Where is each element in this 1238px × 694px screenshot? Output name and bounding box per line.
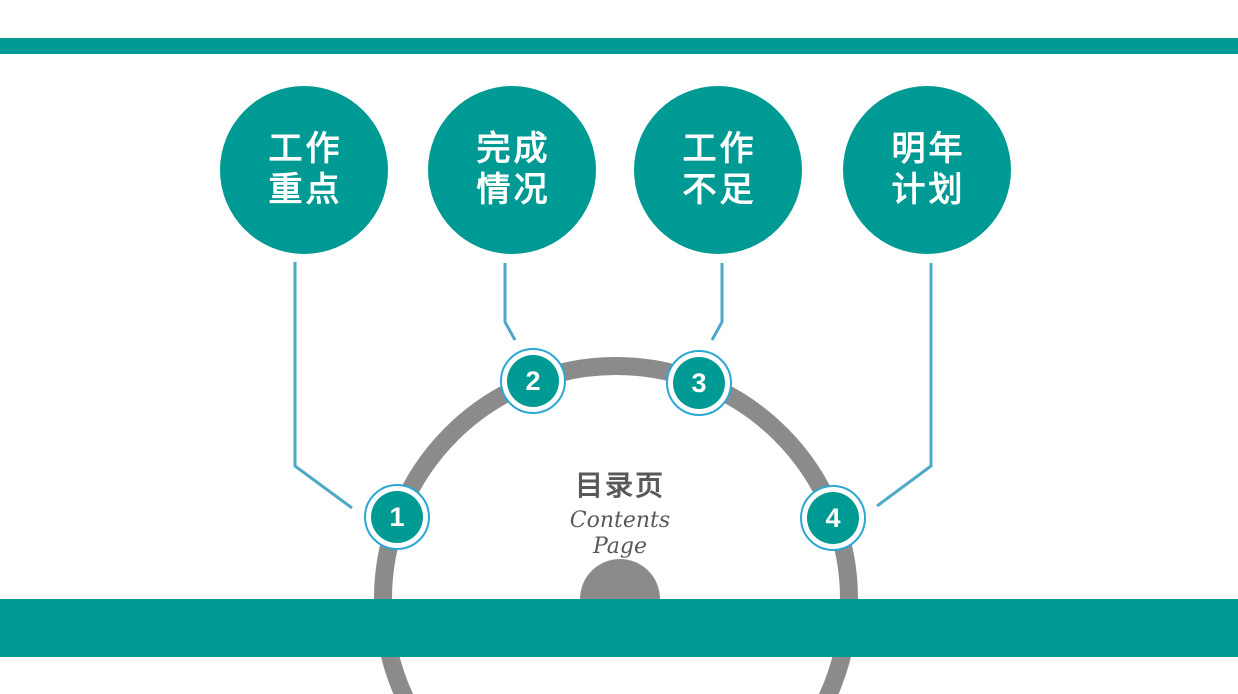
page-subtitle-line1: Contents [569,508,671,533]
toc-circle-label-line: 完成 [476,130,551,168]
center-bump-shape [580,559,660,599]
bottom-accent-band [0,599,1238,657]
toc-circle-label-line: 明年 [891,130,966,168]
toc-circle-label-line: 计划 [891,171,966,209]
badge-number: 1 [389,501,405,532]
badge-inner-circle: 2 [507,355,559,407]
connector-line-3 [710,263,724,341]
badge-number: 4 [825,502,841,533]
toc-number-badge-1[interactable]: 1 [364,484,430,550]
connector-line-4 [876,263,933,508]
toc-circle-label-line: 重点 [268,171,343,209]
toc-circle-label-line: 情况 [476,171,551,209]
badge-number: 2 [525,365,541,396]
toc-number-badge-4[interactable]: 4 [800,485,866,551]
top-accent-bar [0,38,1238,54]
toc-number-badge-2[interactable]: 2 [500,348,566,414]
badge-inner-circle: 3 [673,357,725,409]
connector-line-1 [293,262,353,510]
toc-circle-work-shortcomings[interactable]: 工作 不足 [634,86,802,254]
connector-line-2 [503,263,517,341]
badge-number: 3 [691,367,707,398]
toc-circle-completion-status[interactable]: 完成 情况 [428,86,596,254]
page-subtitle-line2: Page [592,534,648,559]
toc-circle-label-line: 不足 [682,171,757,209]
toc-circle-label-line: 工作 [268,130,343,168]
toc-circle-next-year-plan[interactable]: 明年 计划 [843,86,1011,254]
page-title: 目录页 [574,470,665,501]
toc-circle-work-focus[interactable]: 工作 重点 [220,86,388,254]
toc-number-badge-3[interactable]: 3 [666,350,732,416]
page-title-block: 目录页 Contents Page [495,470,745,560]
badge-inner-circle: 1 [371,491,423,543]
badge-inner-circle: 4 [807,492,859,544]
toc-circle-label-line: 工作 [682,130,757,168]
